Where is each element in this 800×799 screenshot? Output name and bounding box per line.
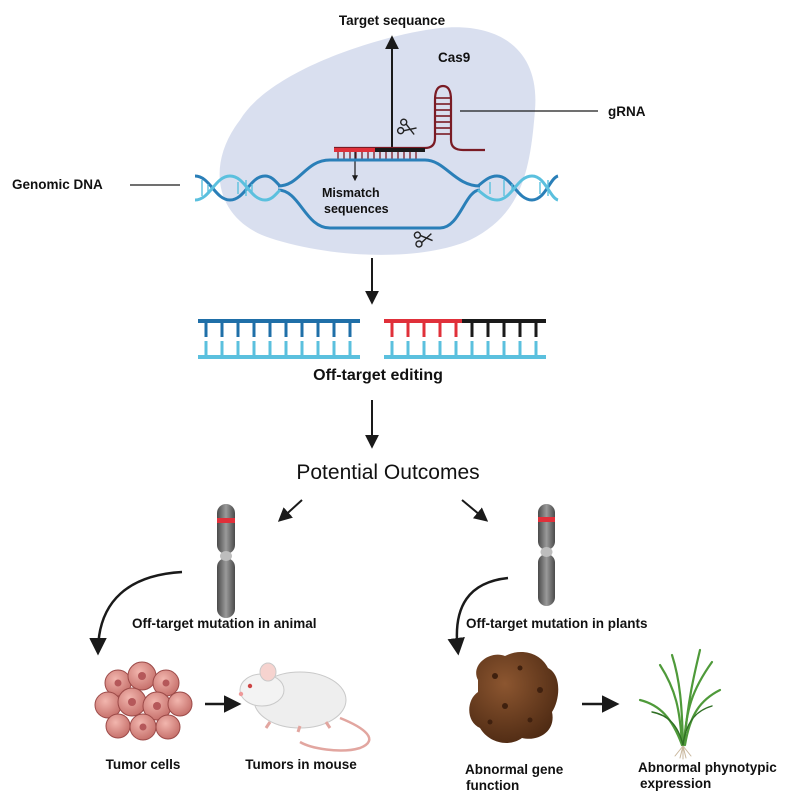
cas9-label: Cas9 bbox=[438, 50, 471, 65]
dna-bottom-strand bbox=[277, 188, 481, 230]
abnormal-phenotype-label-line1: Abnormal phynotypic bbox=[638, 760, 777, 775]
curved-arrow-animal bbox=[89, 570, 183, 656]
curved-arrow-plants bbox=[447, 576, 509, 656]
grna-label: gRNA bbox=[608, 104, 646, 119]
branch-arrow-left bbox=[277, 499, 303, 522]
gene-blob-illustration bbox=[469, 652, 559, 743]
mutation-animal-label: Off-target mutation in animal bbox=[132, 616, 317, 631]
abnormal-gene-label-line2: function bbox=[466, 778, 520, 793]
tumor-cells-illustration bbox=[94, 661, 193, 741]
tumors-mouse-label: Tumors in mouse bbox=[245, 757, 357, 772]
abnormal-phenotype-label-line2: expression bbox=[640, 776, 712, 791]
dna-duplex-unedited bbox=[198, 319, 360, 359]
genomic-dna-label: Genomic DNA bbox=[12, 177, 103, 192]
potential-outcomes-title: Potential Outcomes bbox=[296, 461, 480, 484]
branch-arrow-right bbox=[461, 499, 489, 522]
mutation-plants-label: Off-target mutation in plants bbox=[466, 616, 648, 631]
mismatch-label-line2: sequences bbox=[324, 202, 389, 216]
dna-top-strand bbox=[277, 158, 481, 188]
mismatch-label-line1: Mismatch bbox=[322, 186, 380, 200]
off-target-editing-label: Off-target editing bbox=[313, 367, 443, 384]
tumor-cells-label: Tumor cells bbox=[105, 757, 181, 772]
dna-duplex-edited bbox=[384, 319, 546, 359]
chromosome-icon bbox=[217, 504, 235, 618]
grna-hairpin bbox=[334, 84, 485, 152]
abnormal-gene-label-line1: Abnormal gene bbox=[465, 762, 564, 777]
scissors-icon bbox=[396, 118, 417, 135]
mouse-illustration bbox=[238, 662, 371, 752]
plant-illustration bbox=[638, 648, 722, 760]
target-sequence-label: Target sequance bbox=[338, 13, 446, 28]
chromosome-icon bbox=[538, 504, 555, 606]
dna-helix-left bbox=[194, 174, 282, 202]
dna-helix-right bbox=[477, 174, 559, 202]
scissors-icon bbox=[413, 231, 433, 248]
cas9-protein bbox=[219, 27, 536, 255]
